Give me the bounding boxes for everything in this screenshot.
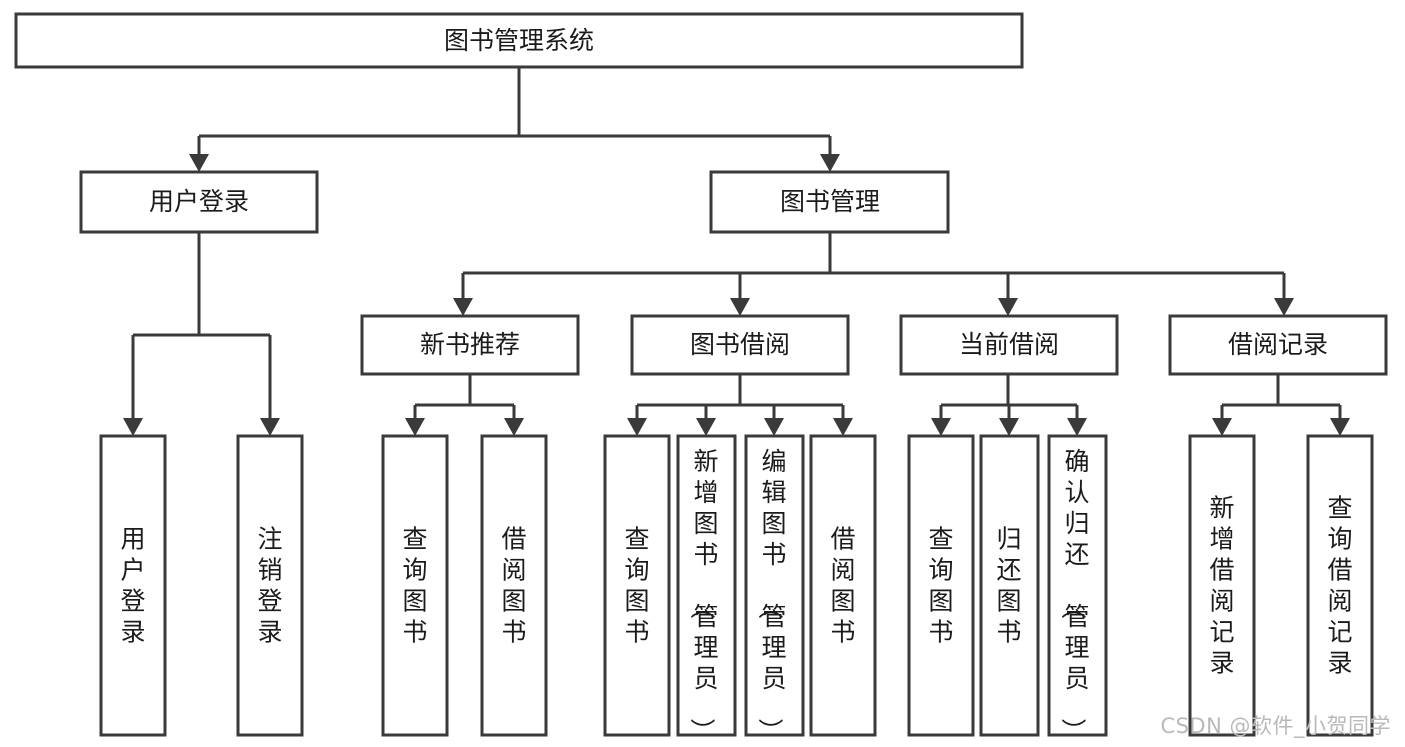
node-leaf-1-label: 用户登录 (120, 525, 145, 647)
node-login[interactable]: 用户登录 (79, 170, 319, 234)
node-login-box[interactable] (79, 170, 319, 234)
arrow-to-leaf-4 (504, 418, 524, 436)
node-leaf-5-box[interactable] (603, 434, 671, 737)
node-bookmgmt-label: 图书管理 (780, 187, 880, 216)
node-bookmgmt[interactable]: 图书管理 (709, 170, 950, 234)
node-leaf-7-label: 编辑图书（管理员） (755, 447, 786, 743)
node-leaf-13-box[interactable] (1306, 434, 1374, 737)
arrow-to-leaf-9 (931, 418, 951, 436)
node-records-box[interactable] (1168, 314, 1388, 376)
node-borrow-box[interactable] (630, 314, 850, 376)
node-leaf-7[interactable]: 编辑图书（管理员） (744, 434, 805, 743)
node-leaf-6-label: 新增图书（管理员） (687, 447, 718, 743)
arrow-to-leaf-1 (123, 418, 143, 436)
node-leaf-8-label: 借阅图书 (830, 525, 855, 647)
node-leaf-9-box[interactable] (907, 434, 975, 737)
node-records[interactable]: 借阅记录 (1168, 314, 1388, 376)
arrow-to-leaf-13 (1330, 418, 1350, 436)
arrow-to-current (998, 298, 1018, 316)
node-leaf-5-label: 查询图书 (624, 525, 649, 647)
node-root-box[interactable] (14, 12, 1024, 69)
node-leaf-2-box[interactable] (236, 434, 304, 737)
node-root-label: 图书管理系统 (444, 26, 594, 55)
arrow-to-leaf-12 (1212, 418, 1232, 436)
arrow-to-newbook (453, 298, 473, 316)
node-leaf-1[interactable]: 用户登录 (99, 434, 167, 737)
arrow-to-leaf-2 (260, 418, 280, 436)
arrowhead-layer (123, 154, 1350, 436)
node-leaf-4-box[interactable] (480, 434, 548, 737)
node-leaf-6-box[interactable] (676, 434, 737, 737)
arrow-to-leaf-10 (999, 418, 1019, 436)
node-leaf-13-label: 查询借阅记录 (1327, 494, 1352, 678)
node-leaf-3-box[interactable] (381, 434, 449, 737)
node-leaf-11-box[interactable] (1047, 434, 1108, 737)
node-leaf-4-label: 借阅图书 (501, 525, 526, 647)
node-leaf-12[interactable]: 新增借阅记录 (1188, 434, 1256, 737)
node-leaf-12-label: 新增借阅记录 (1209, 494, 1234, 678)
node-newbook-box[interactable] (360, 314, 580, 376)
node-current[interactable]: 当前借阅 (899, 314, 1119, 376)
node-root[interactable]: 图书管理系统 (14, 12, 1024, 69)
node-leaf-7-box[interactable] (744, 434, 805, 737)
arrow-to-leaf-3 (405, 418, 425, 436)
node-leaf-5[interactable]: 查询图书 (603, 434, 671, 737)
node-leaf-4[interactable]: 借阅图书 (480, 434, 548, 737)
arrow-to-leaf-5 (627, 418, 647, 436)
node-leaf-10-box[interactable] (979, 434, 1040, 737)
node-current-label: 当前借阅 (959, 330, 1059, 359)
node-leaf-13[interactable]: 查询借阅记录 (1306, 434, 1374, 737)
node-bookmgmt-box[interactable] (709, 170, 950, 234)
node-leaf-2-label: 注销登录 (257, 525, 282, 647)
node-leaf-10-label: 归还图书 (996, 525, 1021, 647)
node-leaf-11[interactable]: 确认归还（管理员） (1047, 434, 1108, 743)
node-leaf-12-box[interactable] (1188, 434, 1256, 737)
node-leaf-10[interactable]: 归还图书 (979, 434, 1040, 737)
arrow-to-leaf-11 (1067, 418, 1087, 436)
node-records-label: 借阅记录 (1228, 330, 1328, 359)
node-leaf-8-box[interactable] (809, 434, 877, 737)
arrow-to-records (1274, 298, 1294, 316)
node-newbook-label: 新书推荐 (420, 330, 520, 359)
node-current-box[interactable] (899, 314, 1119, 376)
node-leaf-3-label: 查询图书 (402, 525, 427, 647)
leaf-layer: 用户登录 注销登录 查询图书 借阅图书 查询图书 新增图书（管理员） (99, 434, 1374, 743)
arrow-to-leaf-6 (696, 418, 716, 436)
node-leaf-8[interactable]: 借阅图书 (809, 434, 877, 737)
node-leaf-3[interactable]: 查询图书 (381, 434, 449, 737)
node-leaf-9-label: 查询图书 (928, 525, 953, 647)
arrow-to-login (189, 154, 209, 172)
node-leaf-6[interactable]: 新增图书（管理员） (676, 434, 737, 743)
node-leaf-9[interactable]: 查询图书 (907, 434, 975, 737)
arrow-to-borrow (730, 298, 750, 316)
arrow-to-leaf-8 (833, 418, 853, 436)
node-leaf-11-label: 确认归还（管理员） (1058, 447, 1089, 743)
node-borrow-label: 图书借阅 (690, 330, 790, 359)
node-leaf-2[interactable]: 注销登录 (236, 434, 304, 737)
node-borrow[interactable]: 图书借阅 (630, 314, 850, 376)
arrow-to-leaf-7 (764, 418, 784, 436)
node-login-label: 用户登录 (149, 187, 249, 216)
node-leaf-1-box[interactable] (99, 434, 167, 737)
node-newbook[interactable]: 新书推荐 (360, 314, 580, 376)
arrow-to-bookmgmt (820, 154, 840, 172)
